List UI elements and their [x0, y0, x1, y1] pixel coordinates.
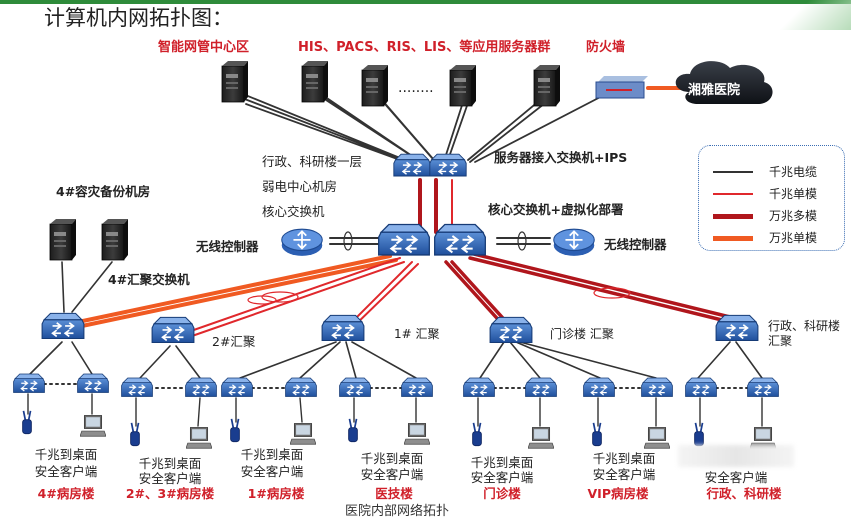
building-desc2: 安全客户端 [361, 467, 424, 482]
label-wireless-right: 无线控制器 [603, 237, 667, 252]
label-agg1: 1# 汇聚 [394, 327, 440, 341]
legend-item-gigabit-singlemode: 千兆单模 [713, 184, 843, 204]
building-desc2: 安全客户端 [593, 467, 656, 482]
label-agg4: 4#汇聚交换机 [108, 272, 190, 287]
building-desc1: 千兆到桌面 [35, 447, 98, 462]
legend-item-10g-multimode: 万兆多模 [713, 206, 843, 226]
label-core-desc-3: 核心交换机 [262, 204, 325, 219]
label-app-servers: HIS、PACS、RIS、LIS、等应用服务器群 [298, 39, 550, 55]
legend-label: 万兆多模 [769, 209, 818, 223]
corner-decoration [761, 0, 851, 30]
server-group-nms [221, 60, 248, 103]
legend: 千兆电缆 千兆单模 万兆多模 万兆单模 [698, 145, 845, 251]
top-accent-bar [0, 0, 851, 4]
building-name: 1#病房楼 [248, 486, 305, 501]
building-desc2: 安全客户端 [471, 470, 534, 485]
legend-item-10g-singlemode: 万兆单模 [713, 228, 843, 248]
cable-layer [27, 86, 763, 427]
building-desc2: 安全客户端 [705, 470, 768, 485]
figure-caption: 医院内部网络拓扑 [345, 504, 450, 519]
label-wireless-left: 无线控制器 [195, 239, 259, 254]
label-core-switch: 核心交换机+虚拟化部署 [488, 202, 624, 217]
label-agg-clinic: 门诊楼 汇聚 [550, 326, 614, 341]
hospital-cloud [675, 61, 773, 104]
page-title: 计算机内网拓扑图： [44, 6, 233, 30]
building-desc2: 安全客户端 [139, 471, 202, 486]
label-agg-admin-2: 汇聚 [768, 334, 792, 348]
building-name: VIP病房楼 [588, 486, 649, 501]
label-firewall: 防火墙 [586, 39, 625, 55]
server-access-switch [393, 153, 467, 177]
legend-swatch [713, 214, 753, 219]
legend-label: 千兆单模 [769, 187, 818, 201]
label-server-switch: 服务器接入交换机+IPS [494, 150, 627, 165]
building-name: 行政、科研楼 [705, 486, 782, 501]
blurred-watermark [678, 445, 794, 467]
access-points [21, 410, 705, 447]
legend-item-gigabit-cable: 千兆电缆 [713, 162, 843, 182]
label-core-desc-2: 弱电中心机房 [262, 179, 337, 194]
building-desc1: 千兆到桌面 [139, 456, 202, 471]
label-core-desc-1: 行政、科研楼一层 [262, 154, 362, 169]
core-switch [377, 223, 487, 257]
legend-swatch [713, 193, 753, 195]
firewall-device [595, 76, 648, 99]
building-captions: 千兆到桌面 安全客户端 4#病房楼 千兆到桌面 安全客户端 2#、3#病房楼 千… [35, 447, 782, 501]
access-switches [12, 373, 780, 398]
server-group-apps: ........ [301, 60, 560, 107]
label-nms: 智能网管中心区 [158, 39, 249, 55]
label-agg2: 2#汇聚 [212, 334, 256, 349]
label-agg-admin-1: 行政、科研楼 [768, 318, 840, 333]
label-hospital: 湘雅医院 [688, 82, 740, 98]
building-name: 门诊楼 [483, 486, 521, 501]
legend-label: 万兆单模 [769, 231, 818, 245]
legend-swatch [713, 236, 753, 241]
server-ellipsis: ........ [398, 80, 434, 96]
legend-label: 千兆电缆 [769, 165, 818, 179]
legend-swatch [713, 171, 753, 173]
label-backup-room: 4#容灾备份机房 [56, 184, 150, 199]
building-name: 2#、3#病房楼 [126, 486, 215, 501]
building-name: 医技楼 [375, 486, 413, 501]
building-desc1: 千兆到桌面 [471, 455, 534, 470]
building-desc1: 千兆到桌面 [241, 447, 304, 462]
backup-servers [49, 218, 128, 261]
building-name: 4#病房楼 [38, 486, 95, 501]
building-desc1: 千兆到桌面 [593, 451, 656, 466]
building-desc1: 千兆到桌面 [361, 451, 424, 466]
building-desc2: 安全客户端 [241, 464, 304, 479]
client-pcs [80, 415, 776, 449]
building-desc2: 安全客户端 [35, 464, 98, 479]
